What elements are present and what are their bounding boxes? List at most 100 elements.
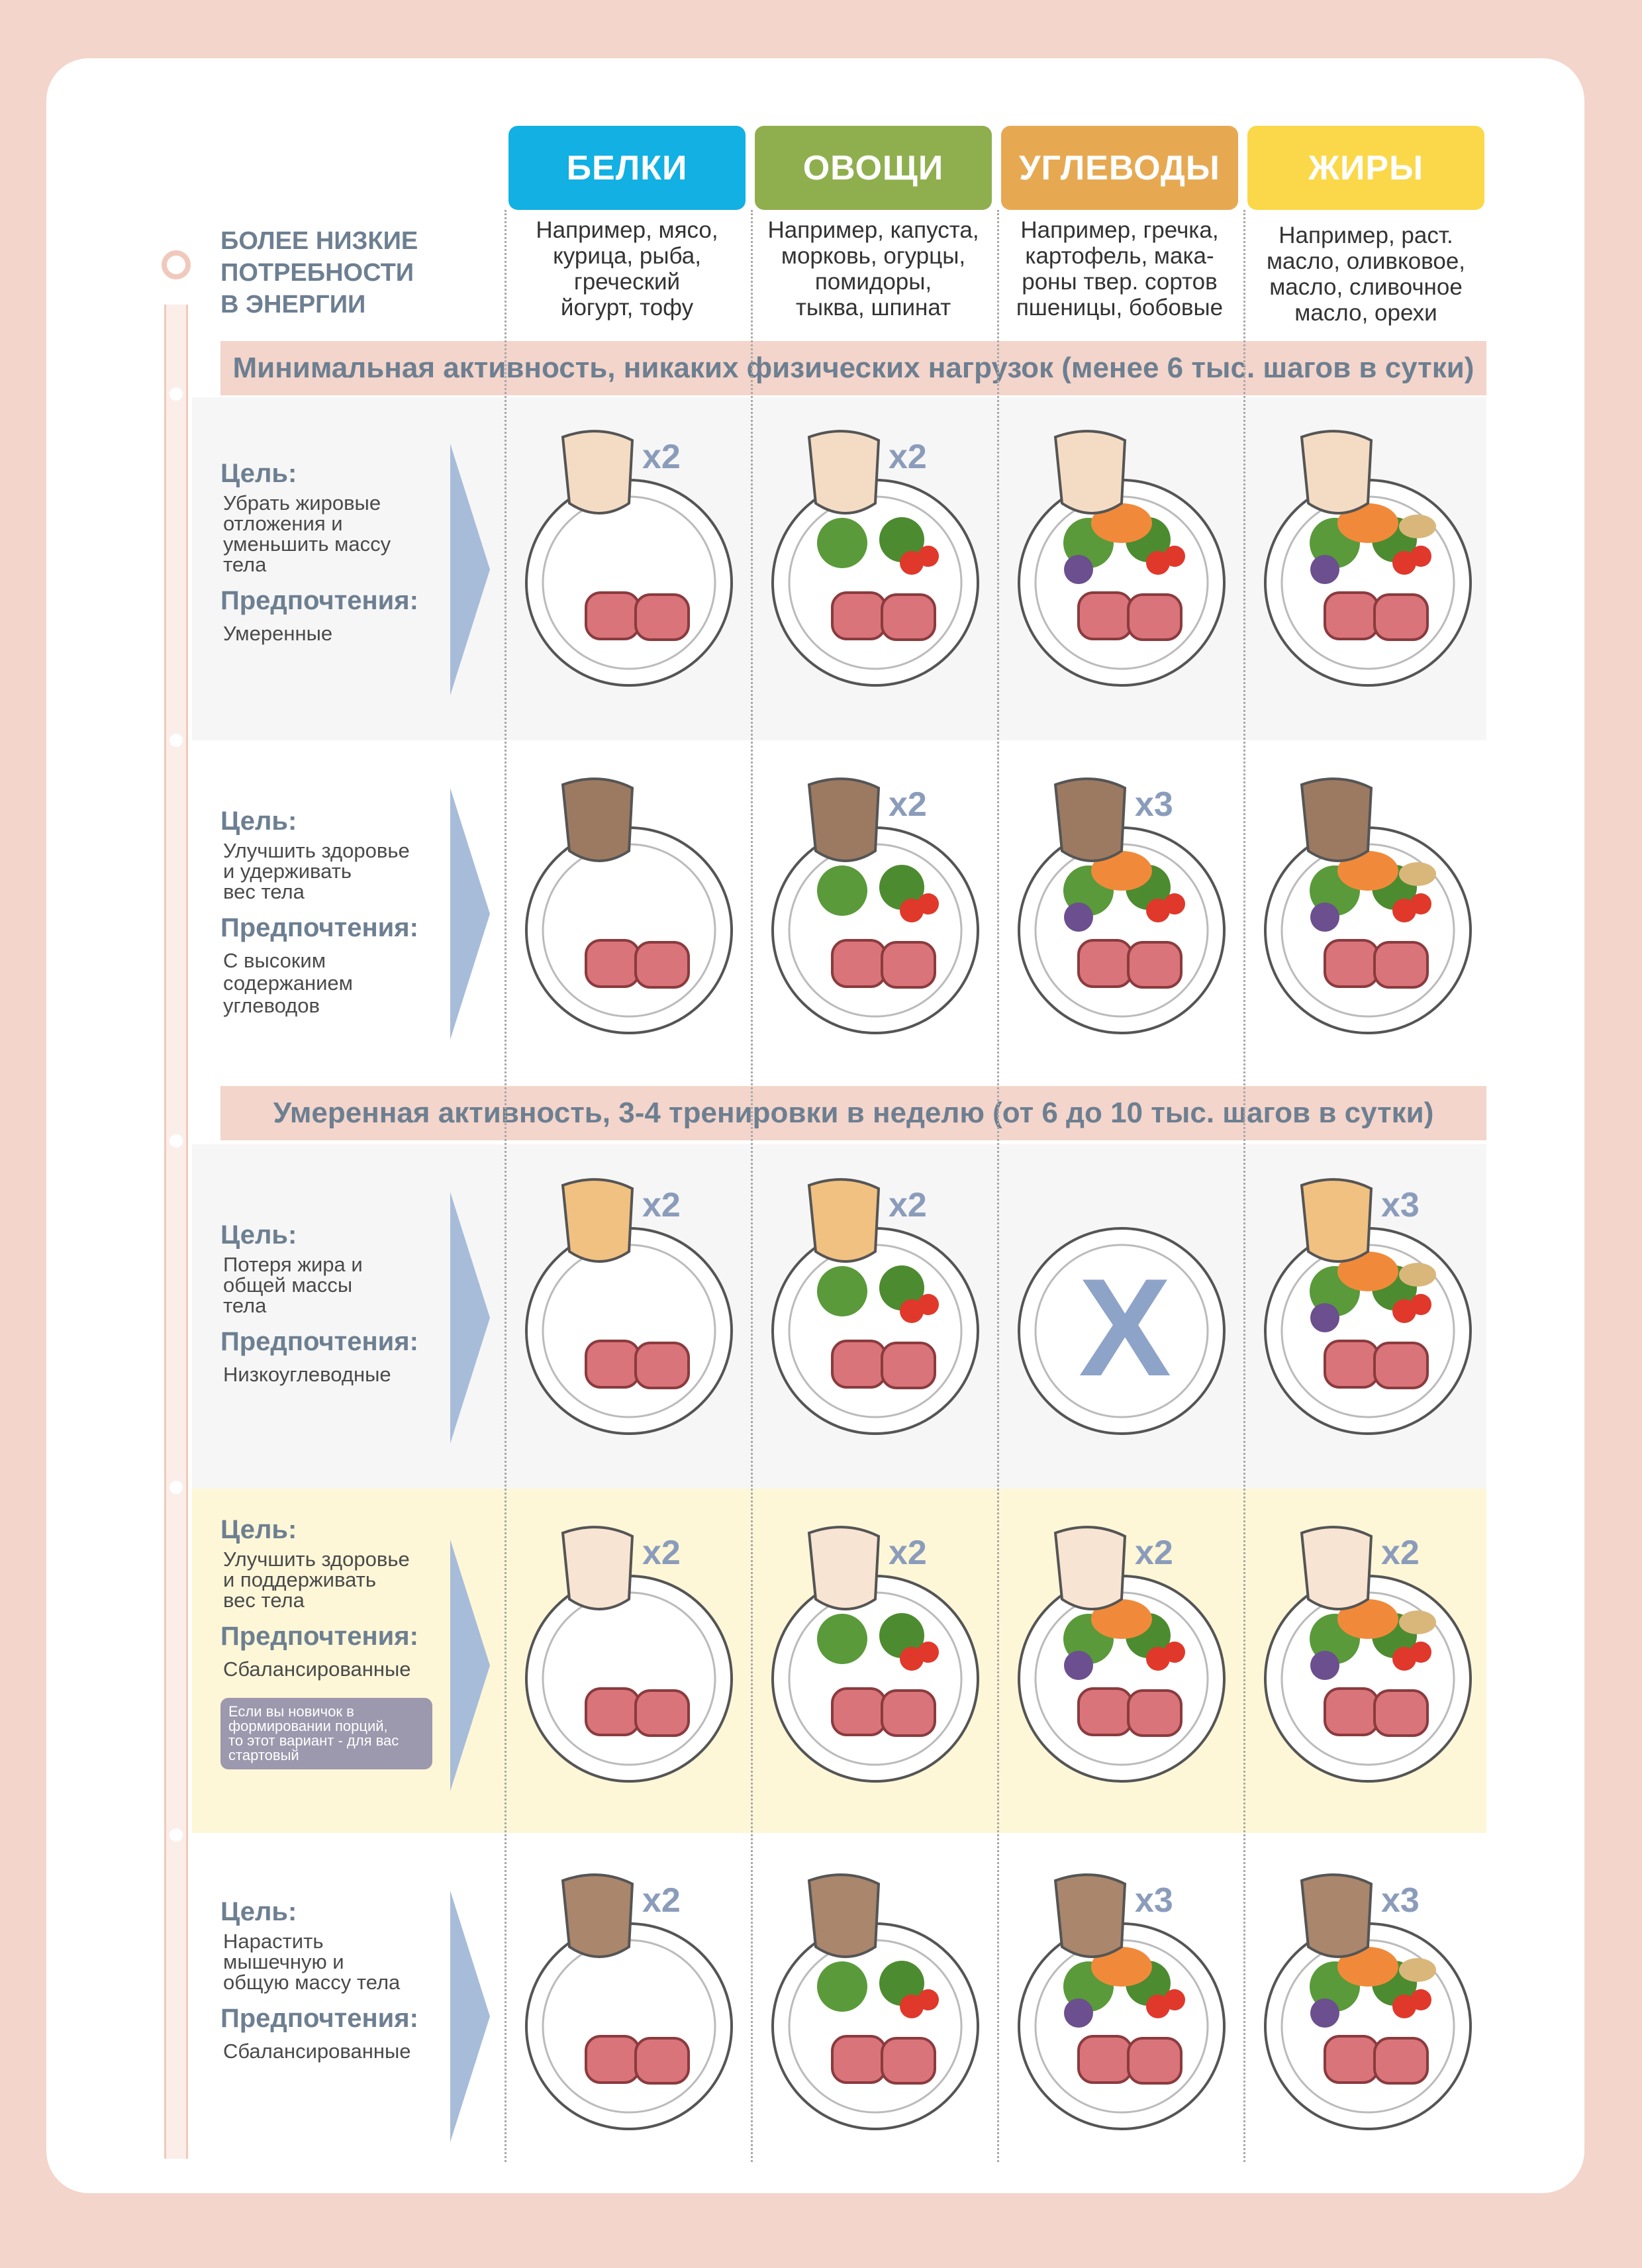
meat-icon	[585, 1687, 690, 1737]
portion-multiplier: x2	[889, 1534, 927, 1572]
rail-dot-icon	[169, 1828, 183, 1842]
carbs-icon	[1310, 1947, 1398, 2028]
hand-icon	[1053, 1526, 1127, 1610]
meat-icon	[1077, 2035, 1183, 2085]
hand-icon	[1300, 1526, 1373, 1610]
hand-icon	[561, 1178, 634, 1263]
plate-icon	[1264, 1575, 1472, 1783]
column-description: Например, раст.масло, оливковое,масло, с…	[1266, 222, 1466, 326]
meat-icon	[1324, 1340, 1429, 1389]
arrow-right-icon	[450, 444, 490, 695]
meat-icon	[831, 939, 936, 989]
carbs-icon	[1310, 851, 1398, 932]
column-header-carbs: УГЛЕВОДЫ	[1001, 126, 1238, 210]
column-header-fats: ЖИРЫ	[1247, 126, 1484, 210]
nuts-icon	[1399, 515, 1436, 538]
meat-icon	[1077, 1687, 1183, 1737]
preference-heading: Предпочтения:	[220, 1327, 418, 1356]
column-header-vegetables: ОВОЩИ	[755, 126, 992, 210]
portion-multiplier: x3	[1381, 1881, 1420, 1920]
portion-multiplier: x2	[1381, 1534, 1420, 1572]
meat-icon	[585, 939, 690, 989]
column-divider	[1243, 210, 1245, 2162]
hand-icon	[1300, 1873, 1373, 1958]
greens-icon	[817, 1961, 939, 2018]
plate-icon	[771, 826, 979, 1034]
portion-multiplier: x3	[1381, 1186, 1420, 1224]
hand-icon	[561, 1526, 634, 1610]
hand-icon	[1300, 1178, 1373, 1263]
plate-icon	[525, 1922, 733, 2130]
meat-icon	[585, 591, 690, 641]
hand-icon	[807, 777, 881, 862]
goal-heading: Цель:	[220, 807, 297, 836]
column-description: Например, гречка,картофель, мака-роны тв…	[1016, 217, 1224, 320]
meat-icon	[1077, 591, 1183, 641]
portion-multiplier: x3	[1135, 1881, 1173, 1920]
section-band-moderate: Умеренная активность, 3-4 тренировки в н…	[220, 1086, 1486, 1140]
hand-icon	[1300, 777, 1373, 862]
goal-heading: Цель:	[220, 1515, 297, 1544]
rail-ring-icon	[162, 250, 191, 279]
column-divider	[751, 210, 753, 2162]
greens-icon	[817, 517, 939, 575]
hand-icon	[1053, 430, 1127, 515]
carbs-icon	[1064, 1947, 1152, 2028]
preference-text: Сбалансированные	[223, 1657, 411, 1681]
meat-icon	[831, 2035, 936, 2085]
preference-heading: Предпочтения:	[220, 586, 418, 615]
meat-icon	[1324, 1687, 1429, 1737]
preference-text: Низкоуглеводные	[223, 1363, 391, 1386]
portion-multiplier: x3	[1135, 785, 1173, 824]
rail-dot-icon	[169, 387, 183, 401]
plate-icon	[525, 1227, 733, 1435]
plate-icon	[525, 826, 733, 1034]
carbs-icon	[1310, 503, 1398, 584]
preference-heading: Предпочтения:	[220, 913, 418, 942]
goal-heading: Цель:	[220, 1220, 297, 1250]
portion-multiplier: x2	[1135, 1534, 1173, 1572]
meat-icon	[831, 1687, 936, 1737]
goal-heading: Цель:	[220, 1897, 297, 1926]
hand-icon	[807, 1873, 881, 1958]
plate-icon	[1018, 1227, 1226, 1435]
meat-icon	[1324, 2035, 1429, 2085]
plate-icon	[1264, 1227, 1472, 1435]
carbs-icon	[1064, 851, 1152, 932]
rail	[164, 305, 188, 2159]
nuts-icon	[1399, 1263, 1436, 1287]
preference-text: Умеренные	[223, 622, 333, 645]
hand-icon	[561, 430, 634, 515]
hand-icon	[807, 1178, 881, 1263]
hand-icon	[807, 430, 881, 515]
plate-icon	[771, 1227, 979, 1435]
plate-icon	[771, 1575, 979, 1783]
hand-icon	[807, 1526, 881, 1610]
nuts-icon	[1399, 1958, 1436, 1982]
plate-icon	[771, 1922, 979, 2130]
hand-icon	[1300, 430, 1373, 515]
portion-multiplier: x2	[889, 785, 927, 824]
column-divider	[505, 210, 507, 2162]
plate-icon	[1018, 826, 1226, 1034]
hand-icon	[1053, 1873, 1127, 1958]
portion-multiplier: x2	[642, 438, 681, 476]
portion-multiplier: x2	[642, 1186, 681, 1224]
preference-heading: Предпочтения:	[220, 2004, 418, 2033]
meat-icon	[585, 1340, 690, 1389]
rail-dot-icon	[169, 1481, 183, 1494]
hand-icon	[1053, 777, 1127, 862]
nuts-icon	[1399, 1610, 1436, 1634]
meat-icon	[1077, 939, 1183, 989]
plate-icon	[1264, 479, 1472, 687]
meat-icon	[1324, 591, 1429, 641]
plate-icon	[1264, 1922, 1472, 2130]
